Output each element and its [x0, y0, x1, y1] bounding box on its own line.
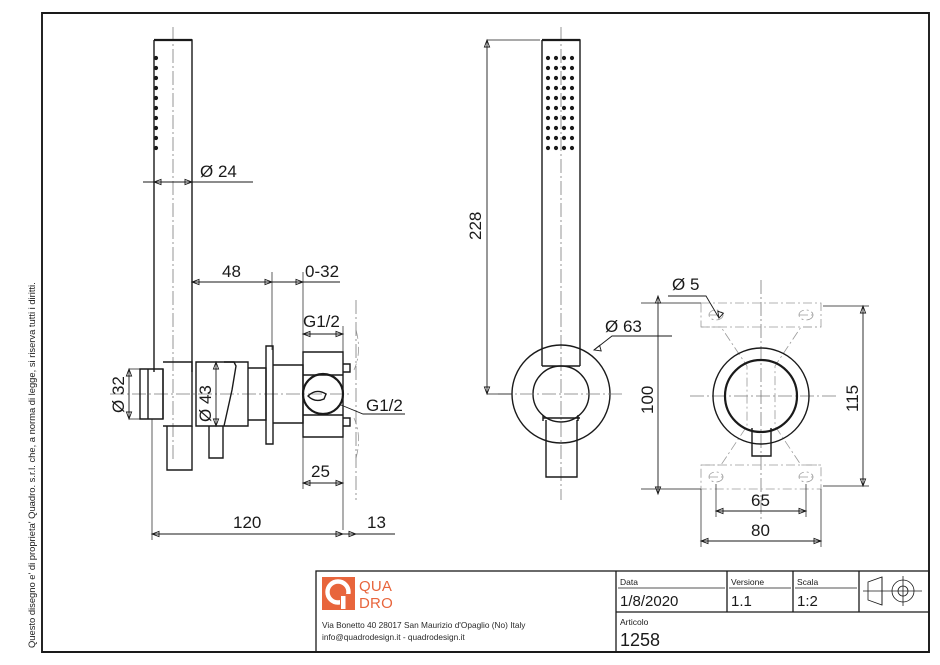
fixing-holes [708, 309, 814, 483]
dim-13: 13 [343, 513, 395, 538]
dim-48: 48 [190, 262, 274, 362]
dim-0-32-label: 0-32 [305, 262, 339, 281]
dim-dia-5-label: Ø 5 [672, 275, 699, 294]
company-address-line1: Via Bonetto 40 28017 San Maurizio d'Opag… [322, 620, 526, 630]
dim-g12-right: G1/2 [340, 396, 405, 415]
dim-13-label: 13 [367, 513, 386, 532]
field-label-versione: Versione [731, 577, 764, 587]
dim-dia-63-label: Ø 63 [605, 317, 642, 336]
dim-65: 65 [714, 484, 808, 517]
field-label-articolo: Articolo [620, 617, 649, 627]
mounting-bracket-view: Ø 5 115 65 80 [641, 275, 869, 547]
field-value-scala: 1:2 [797, 593, 818, 610]
side-elevation-view: Ø 24 [109, 27, 405, 540]
dim-dia-5: Ø 5 [668, 275, 725, 319]
first-angle-projection-icon [863, 576, 922, 606]
spray-holes-side [153, 55, 159, 151]
dim-dia-24: Ø 24 [143, 162, 253, 186]
spray-holes-front [545, 55, 575, 151]
quadro-logo: QUA DRO [322, 577, 393, 612]
front-elevation-view: 228 Ø 63 100 [466, 27, 672, 500]
dim-25-label: 25 [311, 462, 330, 481]
dim-80: 80 [699, 489, 823, 547]
dim-120-label: 120 [233, 513, 261, 532]
dim-dia-24-label: Ø 24 [200, 162, 237, 181]
dim-dia-43: Ø 43 [196, 360, 220, 428]
dim-228: 228 [466, 38, 540, 396]
field-label-data: Data [620, 577, 638, 587]
dim-dia-43-label: Ø 43 [196, 385, 215, 422]
dim-0-32: 0-32 [272, 262, 340, 352]
logo-line1: QUA [359, 578, 392, 595]
field-value-data: 1/8/2020 [620, 593, 678, 610]
title-block: QUA DRO Via Bonetto 40 28017 San Maurizi… [315, 570, 930, 653]
dim-100: 100 [638, 294, 662, 496]
field-label-scala: Scala [797, 577, 819, 587]
dim-g12-top-label: G1/2 [303, 312, 340, 331]
dim-dia-63: Ø 63 [592, 317, 672, 352]
dim-100-label: 100 [638, 386, 657, 414]
dim-115: 115 [823, 304, 869, 488]
copyright-text: Questo disegno e' di proprieta' Quadro. … [26, 282, 37, 648]
dim-65-label: 65 [751, 491, 770, 510]
copyright-notice: Questo disegno e' di proprieta' Quadro. … [26, 282, 37, 648]
dim-228-label: 228 [466, 212, 485, 240]
field-value-versione: 1.1 [731, 593, 752, 610]
dim-g12-right-label: G1/2 [366, 396, 403, 415]
field-value-articolo: 1258 [620, 630, 660, 650]
dim-dia-32: Ø 32 [109, 367, 146, 421]
dim-25: 25 [301, 437, 345, 530]
dim-dia-32-label: Ø 32 [109, 376, 128, 413]
dim-48-label: 48 [222, 262, 241, 281]
dim-115-label: 115 [843, 385, 862, 412]
dim-120: 120 [150, 419, 345, 540]
dim-80-label: 80 [751, 521, 770, 540]
company-address-line2: info@quadrodesign.it - quadrodesign.it [322, 632, 465, 642]
logo-line2: DRO [359, 595, 393, 612]
dim-g12-top: G1/2 [301, 312, 345, 352]
